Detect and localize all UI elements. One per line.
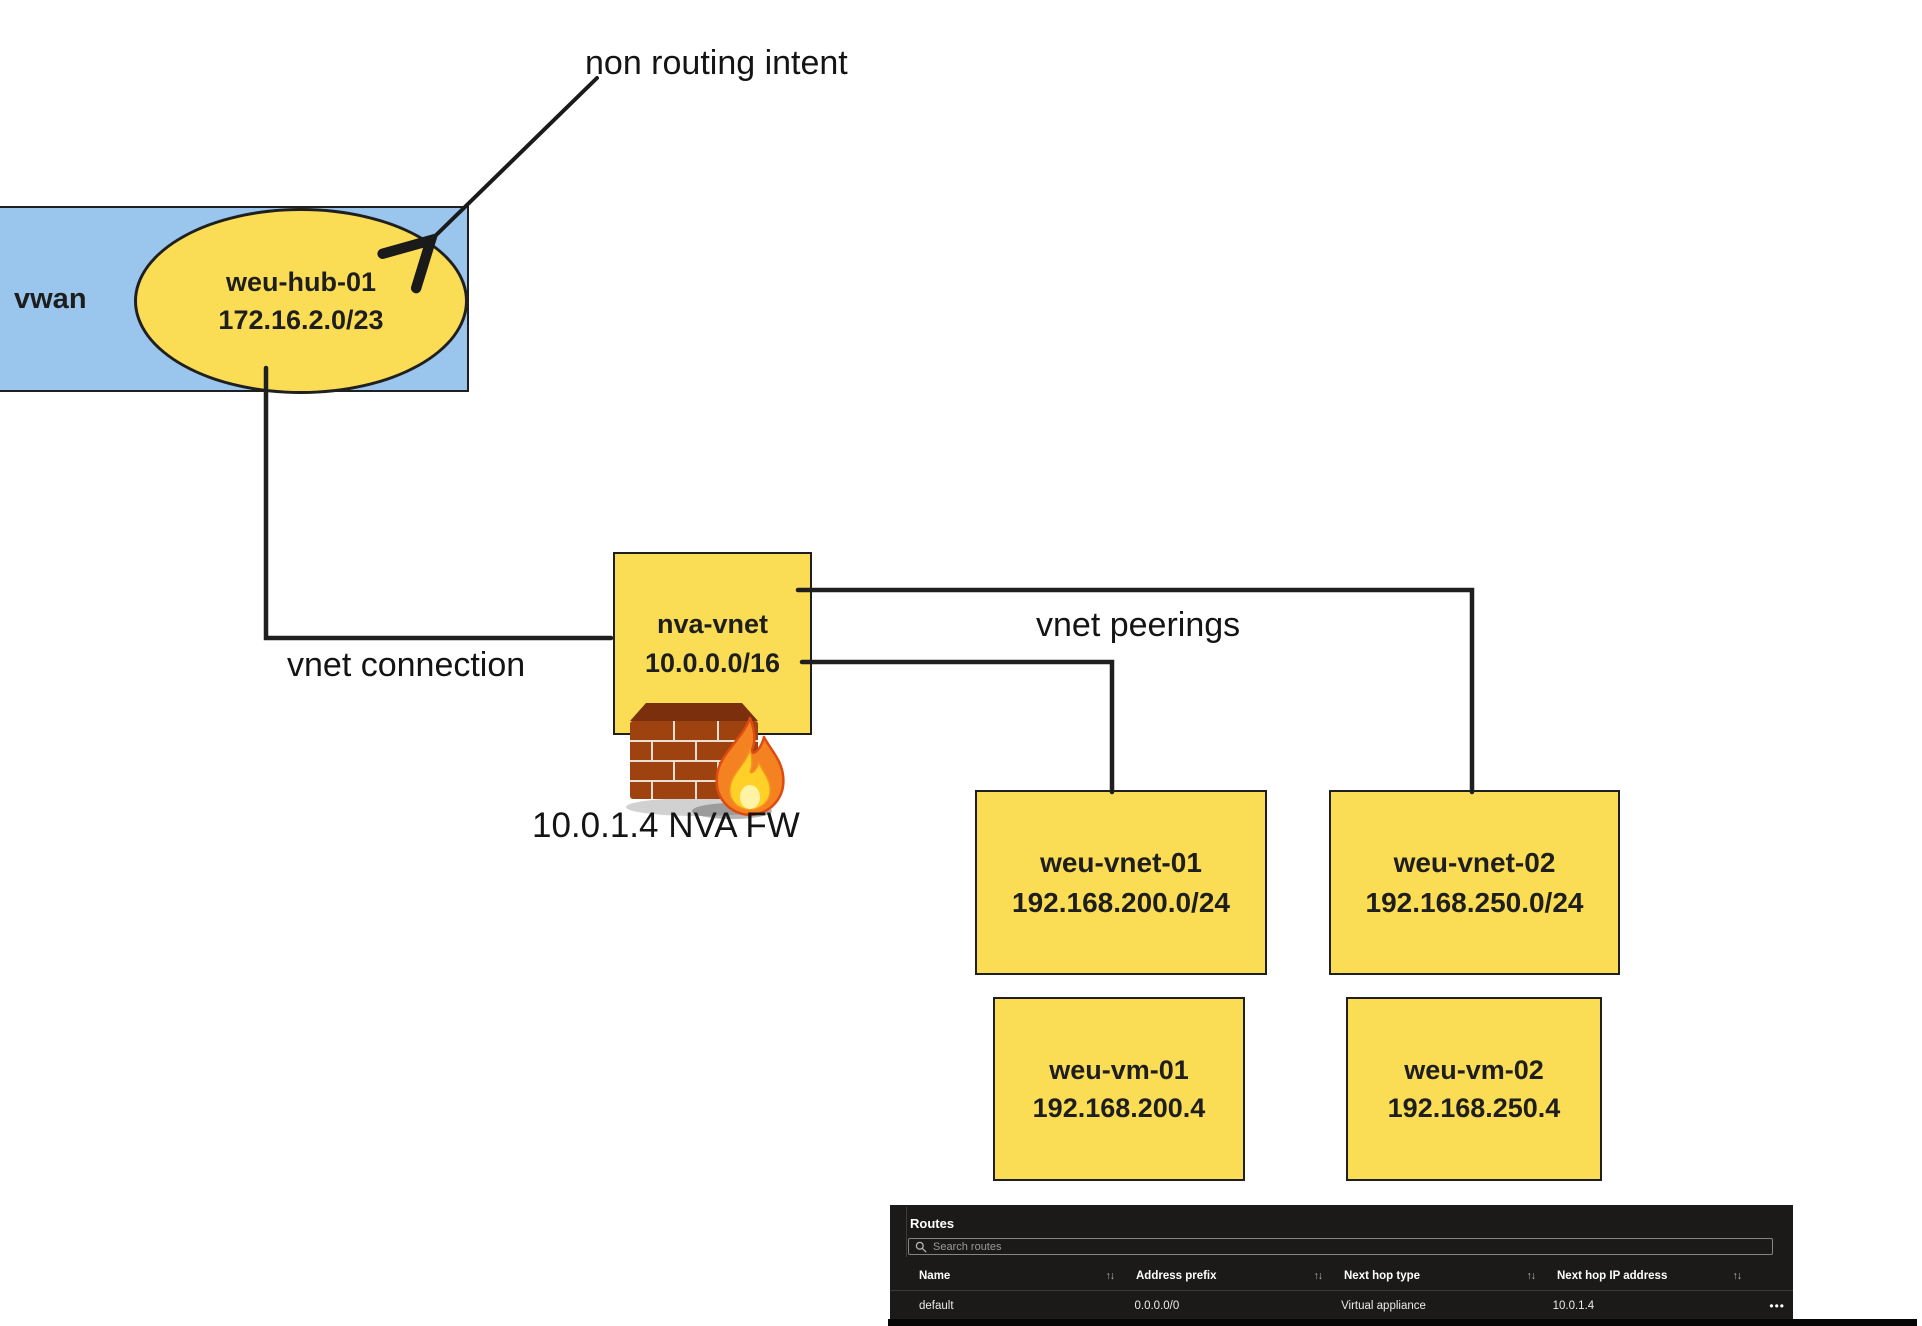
search-icon bbox=[915, 1241, 927, 1252]
vnet-02-name: weu-vnet-02 bbox=[1393, 846, 1556, 878]
nva-vnet-cidr: 10.0.0.0/16 bbox=[644, 647, 781, 678]
hub-name: weu-hub-01 bbox=[225, 266, 376, 297]
column-header-address-prefix[interactable]: Address prefix ↑↓ bbox=[1136, 1270, 1344, 1282]
sort-icon[interactable]: ↑↓ bbox=[1526, 1270, 1536, 1282]
nva-vnet-node: nva-vnet 10.0.0.0/16 bbox=[613, 552, 812, 735]
vnet-connection-line bbox=[263, 365, 614, 641]
column-header-next-hop-ip[interactable]: Next hop IP address ↑↓ bbox=[1557, 1270, 1763, 1282]
vm-02-ip: 192.168.250.4 bbox=[1387, 1093, 1561, 1123]
bottom-black-strip bbox=[888, 1319, 1917, 1326]
panel-edge-divider bbox=[906, 1207, 907, 1257]
vnet-01-name: weu-vnet-01 bbox=[1040, 846, 1202, 878]
sort-icon[interactable]: ↑↓ bbox=[1105, 1270, 1115, 1282]
vnet-01-cidr: 192.168.200.0/24 bbox=[1012, 886, 1230, 918]
routes-table-header: Name ↑↓ Address prefix ↑↓ Next hop type … bbox=[890, 1262, 1793, 1290]
vnet-02-node: weu-vnet-02 192.168.250.0/24 bbox=[1329, 790, 1620, 975]
routes-panel: Routes Name ↑↓ Address prefix ↑↓ Next ho… bbox=[890, 1205, 1793, 1326]
route-name: default bbox=[919, 1299, 954, 1312]
column-header-name[interactable]: Name ↑↓ bbox=[919, 1270, 1136, 1282]
nva-vnet-name: nva-vnet bbox=[656, 609, 769, 640]
sort-icon[interactable]: ↑↓ bbox=[1732, 1270, 1742, 1282]
vnet-02-cidr: 192.168.250.0/24 bbox=[1365, 886, 1584, 918]
routes-panel-title: Routes bbox=[910, 1216, 955, 1231]
route-next-hop-type: Virtual appliance bbox=[1341, 1299, 1426, 1312]
non-routing-intent-label: non routing intent bbox=[585, 44, 848, 82]
route-address-prefix: 0.0.0.0/0 bbox=[1134, 1299, 1180, 1312]
vnet-peerings-label: vnet peerings bbox=[1036, 606, 1241, 644]
table-divider bbox=[890, 1290, 1793, 1291]
vm-02-node: weu-vm-02 192.168.250.4 bbox=[1346, 997, 1602, 1181]
peering-line-vnet01 bbox=[799, 659, 1115, 795]
hub-cidr: 172.16.2.0/23 bbox=[218, 305, 384, 335]
vwan-label: vwan bbox=[14, 282, 87, 315]
routes-search-box[interactable] bbox=[908, 1238, 1773, 1255]
sort-icon[interactable]: ↑↓ bbox=[1313, 1270, 1323, 1282]
routes-table: Name ↑↓ Address prefix ↑↓ Next hop type … bbox=[890, 1262, 1793, 1321]
hub-node: weu-hub-01 172.16.2.0/23 bbox=[134, 208, 468, 394]
routes-search-input[interactable] bbox=[933, 1240, 1766, 1253]
nva-fw-label: 10.0.1.4 NVA FW bbox=[532, 806, 800, 845]
route-next-hop-ip: 10.0.1.4 bbox=[1552, 1299, 1595, 1312]
vnet-01-node: weu-vnet-01 192.168.200.0/24 bbox=[975, 790, 1267, 975]
column-header-next-hop-type[interactable]: Next hop type ↑↓ bbox=[1344, 1270, 1557, 1282]
vm-01-name: weu-vm-01 bbox=[1049, 1054, 1189, 1085]
vm-02-name: weu-vm-02 bbox=[1404, 1054, 1544, 1085]
vm-01-ip: 192.168.200.4 bbox=[1032, 1093, 1206, 1123]
vnet-connection-label: vnet connection bbox=[287, 646, 526, 684]
vm-01-node: weu-vm-01 192.168.200.4 bbox=[993, 997, 1245, 1181]
row-context-menu-icon[interactable]: ••• bbox=[1769, 1298, 1785, 1313]
route-row-default[interactable]: default 0.0.0.0/0 Virtual appliance 10.0… bbox=[890, 1291, 1793, 1320]
